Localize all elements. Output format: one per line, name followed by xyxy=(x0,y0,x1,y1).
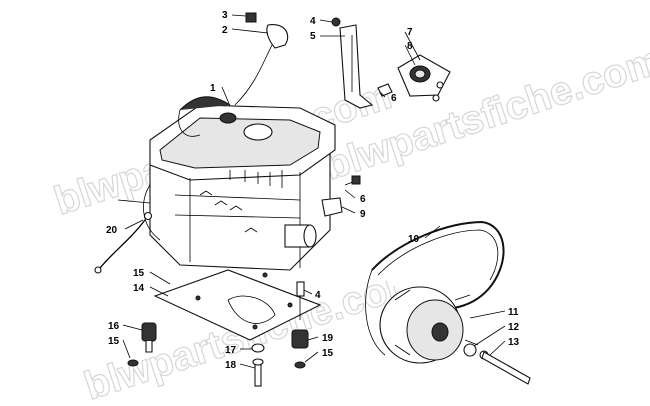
mount-bracket[interactable] xyxy=(331,17,393,109)
callout-4-bottom: 4 xyxy=(315,290,321,301)
callout-14: 14 xyxy=(133,283,145,294)
callout-16: 16 xyxy=(108,321,120,332)
mount-bolt[interactable] xyxy=(251,343,265,387)
leader-lines xyxy=(122,14,506,369)
choke-cable[interactable] xyxy=(234,12,289,106)
callout-1: 1 xyxy=(210,83,216,94)
bearing-flange[interactable] xyxy=(397,54,451,102)
callout-11: 11 xyxy=(508,307,519,318)
callout-2: 2 xyxy=(222,25,228,36)
callout-17: 17 xyxy=(225,345,237,356)
callout-8: 8 xyxy=(407,41,413,52)
engine[interactable] xyxy=(143,96,336,271)
drive-belt[interactable] xyxy=(365,220,505,356)
callout-9: 9 xyxy=(360,209,366,220)
rubber-mount-left[interactable] xyxy=(127,322,157,367)
callout-4-top: 4 xyxy=(310,16,316,27)
callout-18: 18 xyxy=(225,360,237,371)
callout-19: 19 xyxy=(322,333,334,344)
callout-15-right: 15 xyxy=(322,348,334,359)
rubber-mount-right[interactable] xyxy=(291,281,309,369)
callout-13: 13 xyxy=(508,337,520,348)
drive-clutch[interactable] xyxy=(379,286,479,364)
callout-20: 20 xyxy=(106,225,118,236)
callout-15-top: 15 xyxy=(133,268,145,279)
callout-3: 3 xyxy=(222,10,228,21)
callout-10: 10 xyxy=(408,234,420,245)
clutch-bolt[interactable] xyxy=(463,343,531,385)
ground-wire[interactable] xyxy=(94,199,153,274)
callout-6-middle: 6 xyxy=(360,194,366,205)
callout-15-left: 15 xyxy=(108,336,120,347)
callout-6-top: 6 xyxy=(391,93,397,104)
callout-12: 12 xyxy=(508,322,520,333)
callout-5: 5 xyxy=(310,31,316,42)
clip-bracket[interactable] xyxy=(321,175,361,217)
mount-plate[interactable] xyxy=(153,269,322,341)
callout-labels: 1 2 3 4 4 5 6 6 7 8 9 10 11 12 13 14 15 … xyxy=(106,10,520,371)
callout-7: 7 xyxy=(407,27,413,38)
